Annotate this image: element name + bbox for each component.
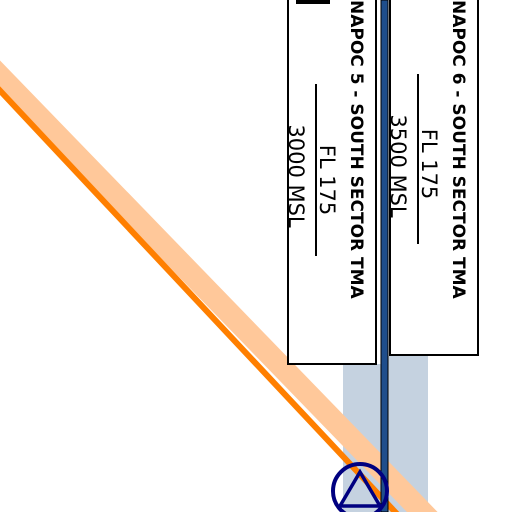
sector-6-label-box: [389, 0, 479, 356]
sector-boundary-line: [380, 0, 389, 512]
route-line: [0, 86, 400, 512]
sector-6-upper-limit: FL 175: [417, 129, 441, 200]
sector-5-label-tab: [296, 0, 330, 4]
sector-6-lower-limit: 3500 MSL: [386, 114, 410, 218]
navaid-triangle: [336, 468, 384, 508]
navaid-ring: [331, 462, 389, 512]
sector-5-label: NAPOC 5 - SOUTH SECTOR TMA FL 175 3000 M…: [284, 0, 377, 365]
sector-6-label: NAPOC 6 - SOUTH SECTOR TMA FL 175 3500 M…: [386, 0, 479, 356]
sector-5-upper-limit: FL 175: [315, 145, 339, 216]
triangle-in-circle-icon: [331, 462, 389, 512]
sector-5-lower-limit: 3000 MSL: [284, 124, 308, 228]
sector-6-name: NAPOC 6 - SOUTH SECTOR TMA: [448, 0, 468, 300]
sector-5-name: NAPOC 5 - SOUTH SECTOR TMA: [346, 0, 366, 300]
route-halo: [0, 60, 438, 512]
sector-5-label-box: [287, 0, 377, 365]
